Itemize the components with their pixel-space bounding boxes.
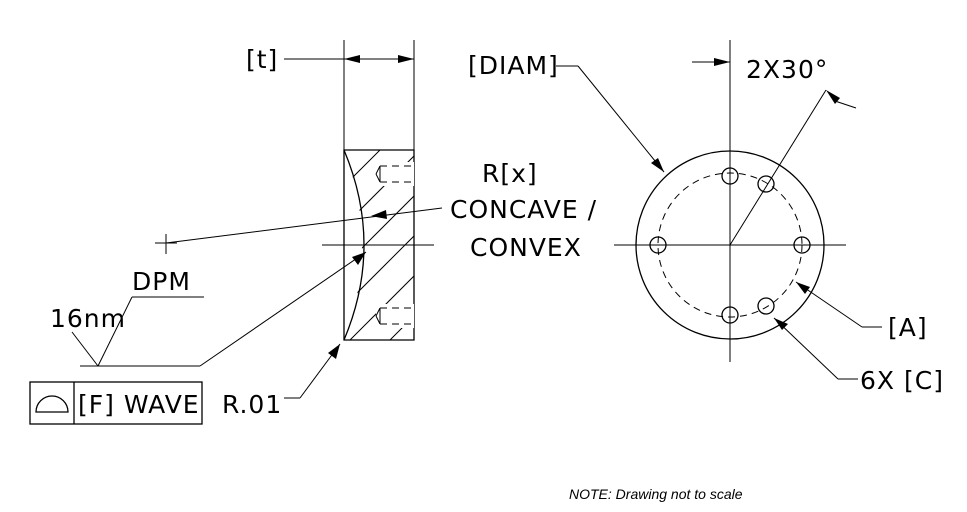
mounting-hole	[793, 236, 811, 254]
diameter-label: [DIAM]	[468, 51, 559, 80]
side-view: [t]	[50, 40, 443, 419]
radius-label-line2: CONCAVE /	[450, 195, 597, 224]
holes-label: 6X [C]	[860, 366, 944, 395]
radius-label-line3: CONVEX	[470, 233, 582, 262]
edge-radius-label: R.01	[222, 390, 282, 419]
dpm-label: DPM	[132, 267, 191, 296]
mounting-hole	[757, 175, 775, 193]
mounting-hole	[757, 297, 775, 315]
mounting-hole	[721, 167, 739, 185]
radius-label-line1: R[x]	[482, 159, 538, 188]
scale-note: NOTE: Drawing not to scale	[569, 486, 743, 502]
angle-label: 2X30°	[746, 55, 828, 84]
mounting-hole	[649, 236, 667, 254]
thickness-label: [t]	[246, 45, 278, 74]
bolt-circle-label: [A]	[888, 313, 928, 342]
flatness-label: 16nm	[50, 304, 126, 333]
mounting-hole	[721, 306, 739, 324]
feature-control-frame: [F] WAVE	[29, 381, 203, 425]
lens-side-profile	[343, 149, 415, 341]
semicircle-profile-icon	[35, 395, 69, 413]
front-view: 2X30° [DIAM] [A] 6X [C]	[468, 40, 944, 395]
wave-label: [F] WAVE	[78, 390, 200, 419]
